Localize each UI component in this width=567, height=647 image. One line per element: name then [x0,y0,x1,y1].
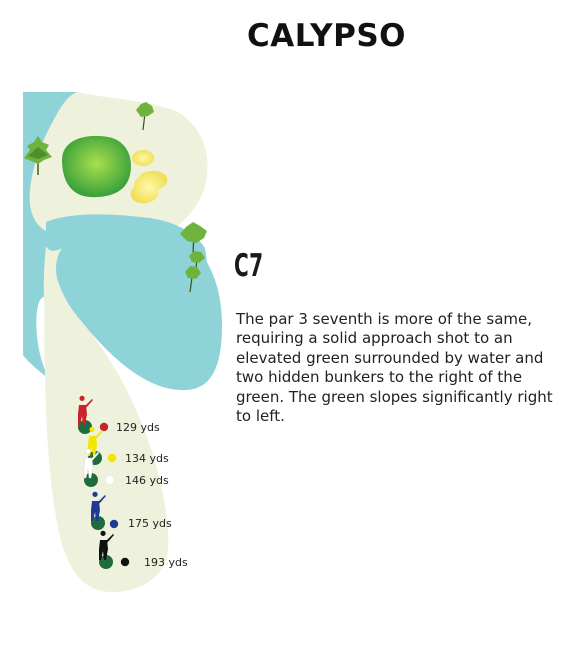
golfer-icon [99,530,114,560]
tee-box [91,516,105,530]
tee-box [84,473,98,487]
tee-color-dot [105,475,115,485]
bunkers [130,150,168,204]
tree-icon [136,102,154,131]
tee-yardage-label: 193 yds [144,556,188,569]
tree-icon [185,266,201,293]
tree-icon [180,222,207,256]
tee-color-dot [107,453,117,463]
tee-marker [78,395,109,434]
tee-marker [91,491,119,530]
golfer-icon [78,395,93,425]
putting-green [62,135,131,198]
tee-yardage-label: 175 yds [128,517,172,530]
tree-icon [24,136,52,175]
tee-color-dot [109,519,119,529]
water-channel [46,214,207,262]
tee-yardage-label: 146 yds [125,474,169,487]
golfer-icon [91,491,106,521]
hole-map [23,92,222,592]
tee-color-dot [120,557,130,567]
tee-color-dot [99,422,109,432]
hole-code: C7 [234,248,264,284]
course-title: CALYPSO [246,18,406,54]
water-hazard [23,92,222,391]
tee-box [99,555,113,569]
tee-markers [78,395,130,569]
tee-box [78,420,92,434]
golfer-icon [83,448,100,479]
tee-marker [83,448,115,487]
tee-marker [99,530,130,569]
tee-yardage-label: 134 yds [125,452,169,465]
tee-yardage-label: 129 yds [116,421,160,434]
hole-description: The par 3 seventh is more of the same, r… [236,310,553,426]
golfer-icon [88,426,103,456]
